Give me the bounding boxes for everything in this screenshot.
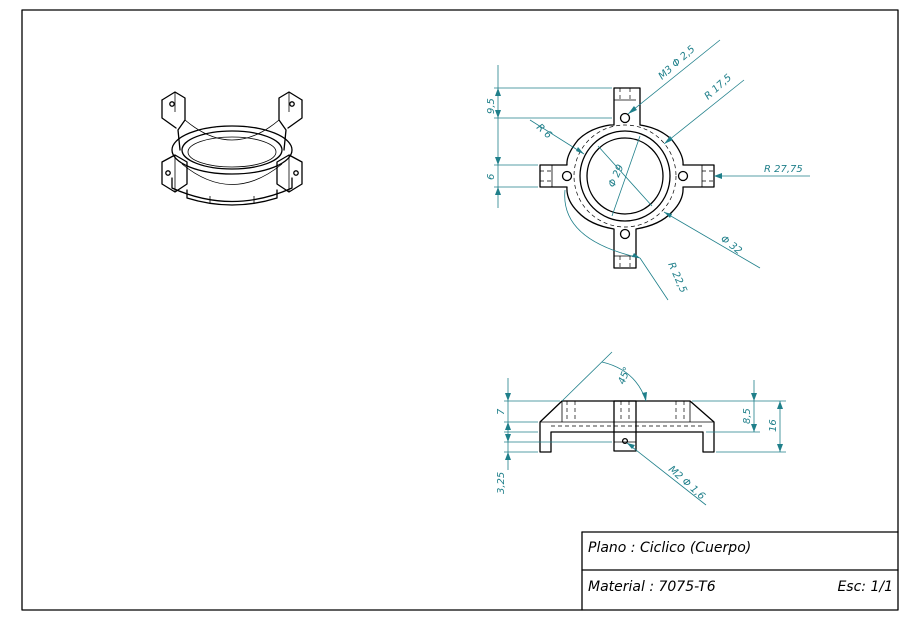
title-block-material: Material : 7075-T6 (588, 579, 716, 595)
title-block-scale: Esc: 1/1 (837, 579, 893, 595)
dim-r-22-5: R 22,5 (665, 261, 688, 295)
front-view (539, 400, 715, 453)
title-block (581, 531, 899, 611)
dim-8-5: 8,5 (742, 408, 753, 424)
isometric-view (161, 91, 303, 206)
top-view-dimensions (494, 39, 810, 301)
title-block-plan: Plano : Ciclico (Cuerpo) (588, 540, 751, 556)
front-view-dimensions (504, 351, 786, 506)
dim-16: 16 (768, 419, 779, 432)
dim-7: 7 (496, 408, 507, 415)
dim-r-17-5: R 17,5 (703, 72, 734, 102)
dim-phi-29: Φ 29 (607, 163, 627, 189)
dim-phi-32: Φ 32 (718, 234, 744, 257)
top-view (539, 87, 715, 269)
dim-m2-hole: M2 Φ 1,6 (666, 464, 707, 502)
dim-r-27-75: R 27,75 (764, 164, 803, 175)
dim-3-25: 3,25 (496, 472, 507, 494)
sheet-border (21, 9, 899, 611)
dim-r-6: R 6 (534, 122, 554, 141)
dim-6: 6 (486, 174, 497, 180)
dim-9-5: 9,5 (486, 98, 497, 114)
